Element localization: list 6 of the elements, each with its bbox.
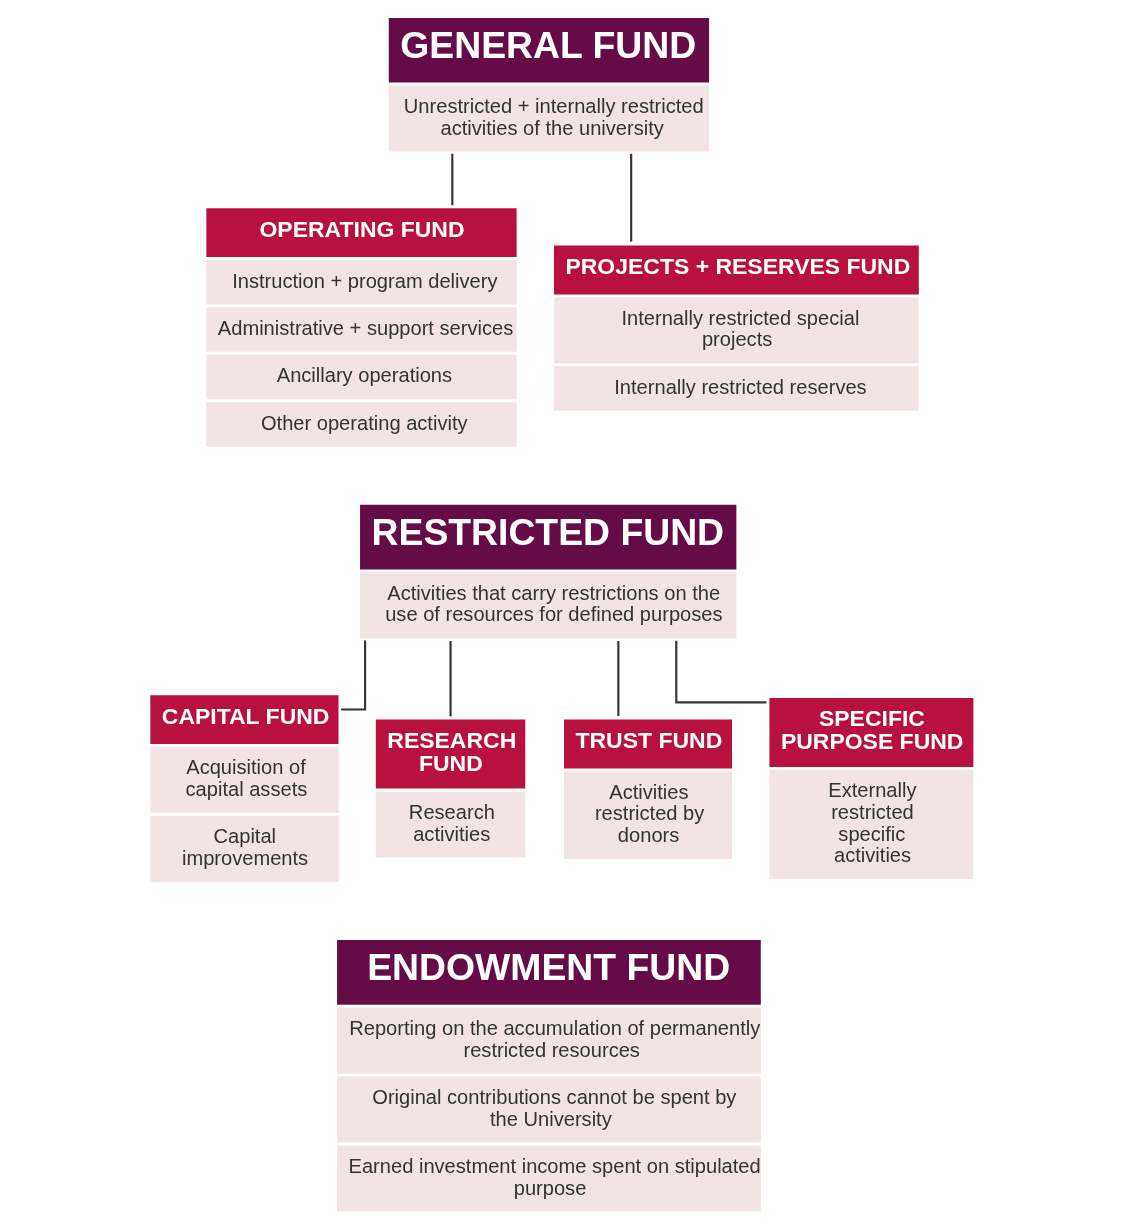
connector — [630, 153, 633, 242]
connector — [675, 640, 767, 704]
connector — [617, 640, 620, 716]
connector — [341, 640, 367, 711]
connector — [449, 640, 452, 717]
connector — [451, 153, 454, 206]
